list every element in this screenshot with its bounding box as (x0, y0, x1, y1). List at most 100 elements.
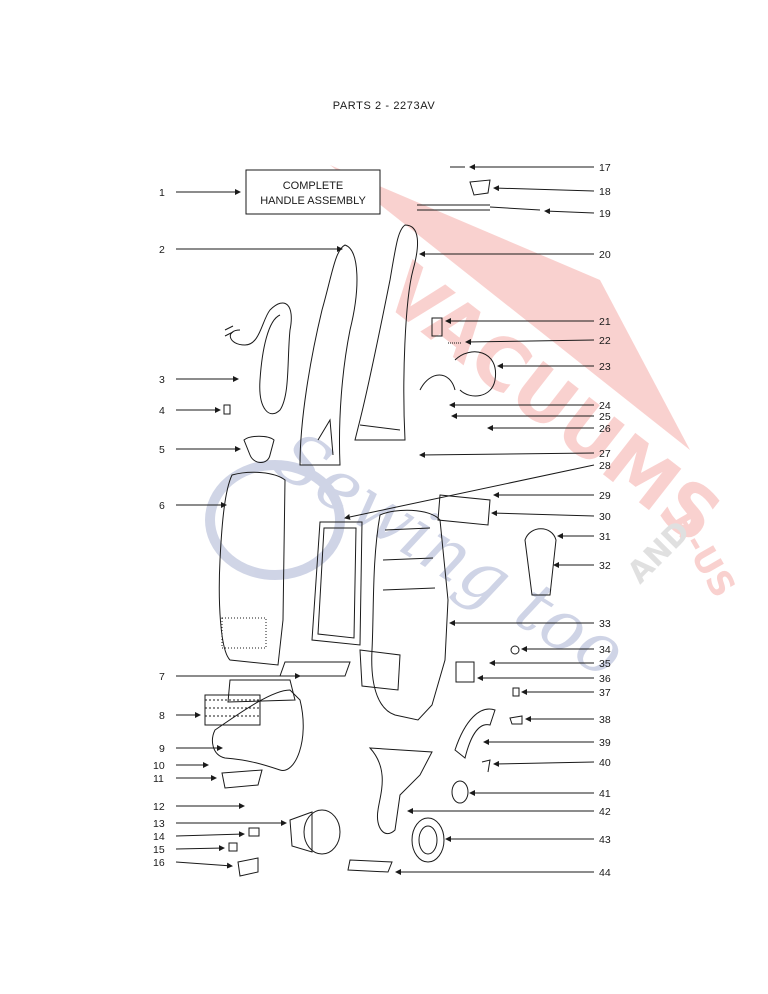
filter-element (204, 694, 261, 726)
nozzle-tool (243, 435, 275, 463)
callout-33: 33 (449, 618, 611, 630)
callout-4: 4 (159, 405, 221, 417)
right-callouts: 17 18 19 20 21 22 23 24 25 26 27 28 29 3… (344, 162, 611, 879)
power-cord (230, 302, 292, 415)
callout-6: 6 (159, 500, 227, 512)
svg-text:4: 4 (159, 405, 165, 417)
bracket-18 (469, 179, 491, 196)
roller-41 (451, 780, 469, 804)
svg-text:30: 30 (599, 511, 611, 523)
rod-19 (417, 204, 541, 211)
callout-14: 14 (153, 831, 245, 843)
callout-34: 34 (521, 644, 611, 656)
svg-text:43: 43 (599, 834, 611, 846)
callout-24: 24 (449, 400, 611, 412)
part-34 (510, 645, 520, 655)
callout-32: 32 (553, 560, 611, 572)
svg-text:44: 44 (599, 867, 611, 879)
svg-text:35: 35 (599, 658, 611, 670)
callout-1: 1 (159, 187, 241, 199)
handle-inner (354, 224, 418, 441)
wheel (411, 817, 445, 863)
callout-27: 27 (419, 448, 611, 460)
callout-7: 7 (159, 671, 301, 683)
callout-25: 25 (451, 411, 611, 423)
callout-2: 2 (159, 244, 343, 256)
callout-43: 43 (445, 834, 611, 846)
callout-29: 29 (493, 490, 611, 502)
svg-text:42: 42 (599, 806, 611, 818)
bottom-plate (347, 859, 393, 873)
svg-text:10: 10 (153, 760, 165, 772)
svg-text:2: 2 (159, 244, 165, 256)
svg-text:23: 23 (599, 361, 611, 373)
svg-text:11: 11 (153, 773, 164, 785)
part-37 (512, 687, 520, 697)
main-body (371, 509, 449, 721)
svg-text:16: 16 (153, 857, 165, 869)
callout-18: 18 (493, 185, 611, 198)
svg-text:39: 39 (599, 737, 611, 749)
callout-35: 35 (489, 658, 611, 670)
svg-text:6: 6 (159, 500, 165, 512)
svg-text:33: 33 (599, 618, 611, 630)
brush-part (248, 827, 260, 837)
box-line2: HANDLE ASSEMBLY (260, 195, 366, 207)
svg-text:14: 14 (153, 831, 165, 843)
callout-42: 42 (407, 806, 611, 818)
callout-11: 11 (153, 773, 217, 785)
callout-38: 38 (525, 714, 611, 726)
svg-text:17: 17 (599, 162, 611, 174)
callout-30: 30 (491, 510, 611, 523)
callout-40: 40 (493, 757, 611, 769)
svg-text:13: 13 (153, 818, 165, 830)
svg-text:1: 1 (159, 187, 165, 199)
callout-3: 3 (159, 374, 239, 386)
svg-text:37: 37 (599, 687, 611, 699)
base-plate (368, 747, 433, 835)
left-callouts: 1 2 3 4 5 6 7 8 9 10 11 12 13 14 15 16 (153, 187, 343, 869)
latch-cover (221, 769, 263, 789)
cord-clip (223, 404, 231, 415)
svg-text:15: 15 (153, 844, 165, 856)
svg-text:21: 21 (599, 316, 611, 328)
flex-hose (454, 708, 496, 759)
handle-shell (299, 244, 358, 466)
box-line1: COMPLETE (283, 180, 344, 192)
callout-31: 31 (557, 531, 611, 543)
svg-text:29: 29 (599, 490, 611, 502)
svg-text:9: 9 (159, 743, 165, 755)
svg-text:7: 7 (159, 671, 165, 683)
page-title: PARTS 2 - 2273AV (332, 100, 436, 112)
svg-text:8: 8 (159, 710, 165, 722)
callout-19: 19 (544, 208, 611, 220)
complete-handle-assembly-box: COMPLETE HANDLE ASSEMBLY (245, 169, 381, 215)
callout-21: 21 (445, 316, 611, 328)
callout-37: 37 (521, 687, 611, 699)
svg-text:36: 36 (599, 673, 611, 685)
callout-41: 41 (469, 788, 611, 800)
svg-text:24: 24 (599, 400, 611, 412)
belt-cover (454, 351, 496, 397)
svg-text:19: 19 (599, 208, 611, 220)
callout-12: 12 (153, 801, 245, 813)
svg-text:28: 28 (599, 460, 611, 472)
callout-8: 8 (159, 710, 201, 722)
callout-22: 22 (465, 335, 611, 347)
part-40 (481, 759, 491, 773)
svg-text:31: 31 (599, 531, 611, 543)
carbon-part (228, 842, 238, 852)
filter-housing (212, 689, 304, 771)
svg-text:22: 22 (599, 335, 611, 347)
svg-text:18: 18 (599, 186, 611, 198)
callout-17: 17 (469, 162, 611, 174)
gasket-frame (311, 521, 363, 646)
callout-36: 36 (477, 673, 611, 685)
callout-23: 23 (497, 361, 611, 373)
callout-44: 44 (395, 867, 611, 879)
motor (303, 809, 341, 855)
spring-clip (431, 317, 443, 337)
svg-text:38: 38 (599, 714, 611, 726)
svg-text:40: 40 (599, 757, 611, 769)
